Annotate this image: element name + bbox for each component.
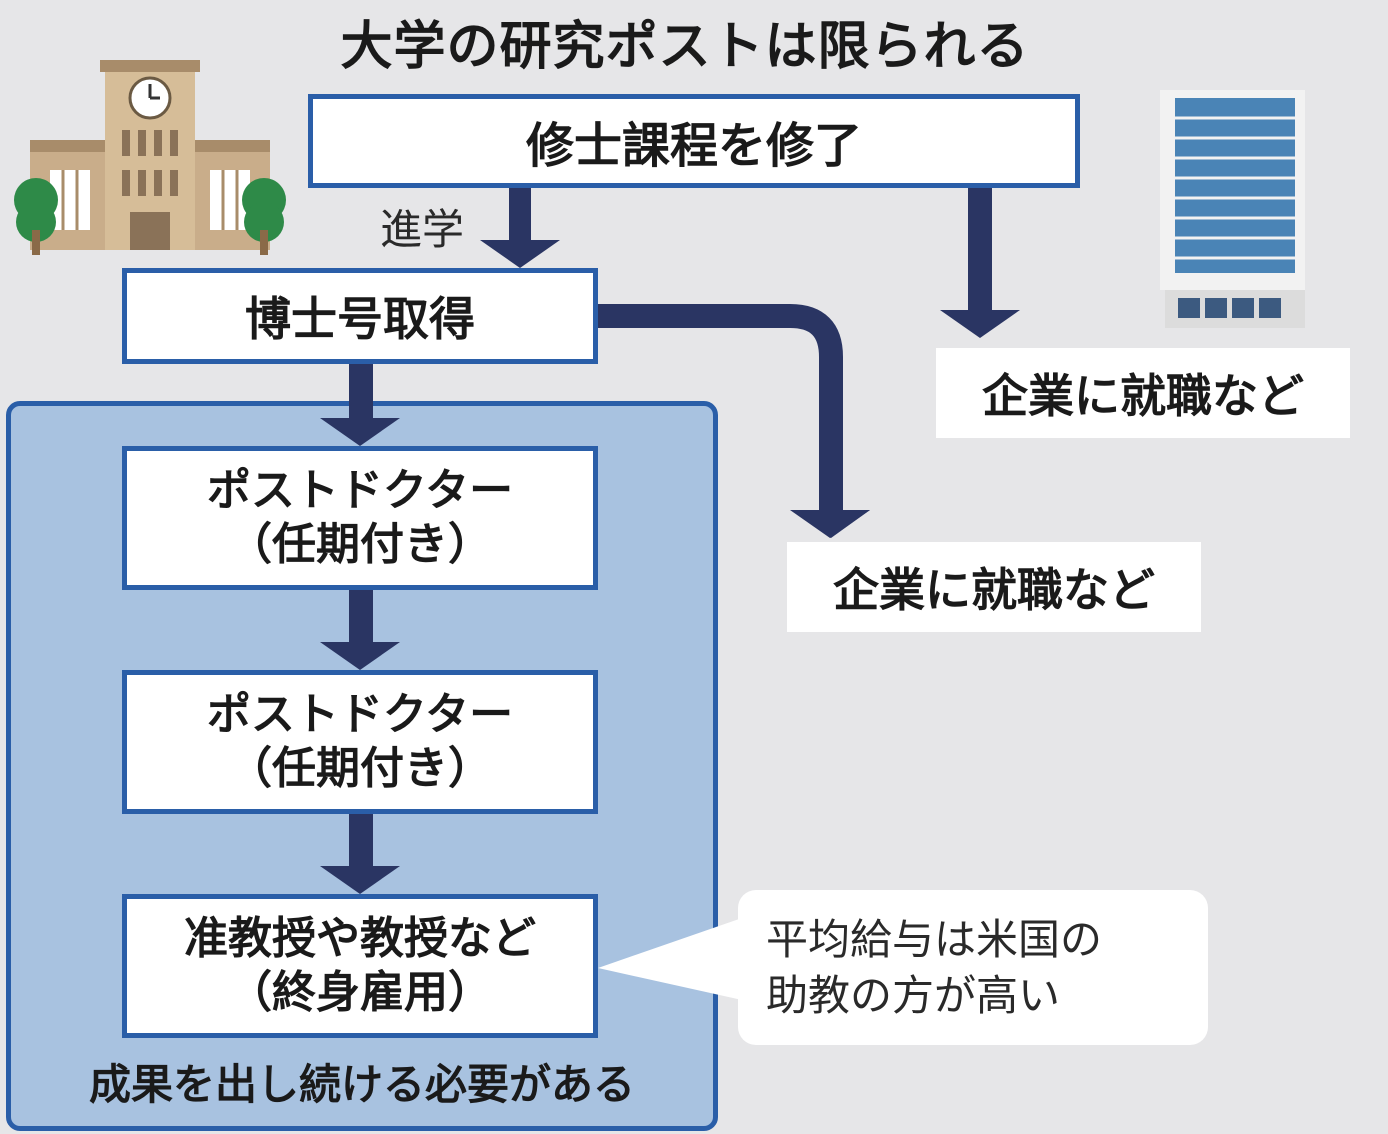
diagram-title: 大学の研究ポストは限られる xyxy=(340,17,1030,77)
callout-line-1: 平均給与は米国の xyxy=(766,914,1103,964)
postdoc-1-subtitle: （任期付き） xyxy=(228,519,492,570)
master-completion-label: 修士課程を修了 xyxy=(525,118,862,174)
office-building-icon xyxy=(1160,90,1305,328)
salary-callout: 平均給与は米国の 助教の方が高い xyxy=(738,890,1208,1045)
professor-subtitle: （終身雇用） xyxy=(228,967,492,1018)
doctorate-label: 博士号取得 xyxy=(245,292,475,346)
postdoc-1-title: ポストドクター xyxy=(206,465,514,516)
professor-box: 准教授や教授など （終身雇用） xyxy=(122,894,598,1038)
postdoc-box-2: ポストドクター （任期付き） xyxy=(122,670,598,814)
postdoc-box-1: ポストドクター （任期付き） xyxy=(122,446,598,590)
doctorate-to-corporate-arrow xyxy=(596,304,843,512)
corporate-job-box-1: 企業に就職など xyxy=(936,348,1350,438)
group-caption: 成果を出し続ける必要がある xyxy=(88,1060,635,1109)
professor-title: 准教授や教授など xyxy=(184,913,536,964)
callout-line-2: 助教の方が高い xyxy=(766,970,1061,1020)
corporate-job-label-2: 企業に就職など xyxy=(833,563,1155,617)
callout-pointer xyxy=(598,918,742,1000)
master-completion-box: 修士課程を修了 xyxy=(308,94,1080,188)
postdoc-2-subtitle: （任期付き） xyxy=(228,743,492,794)
corporate-job-box-2: 企業に就職など xyxy=(787,542,1201,632)
advance-label: 進学 xyxy=(380,205,465,254)
doctorate-box: 博士号取得 xyxy=(122,268,598,364)
university-building-icon xyxy=(14,60,286,255)
postdoc-2-title: ポストドクター xyxy=(206,689,514,740)
corporate-job-label-1: 企業に就職など xyxy=(982,369,1304,423)
